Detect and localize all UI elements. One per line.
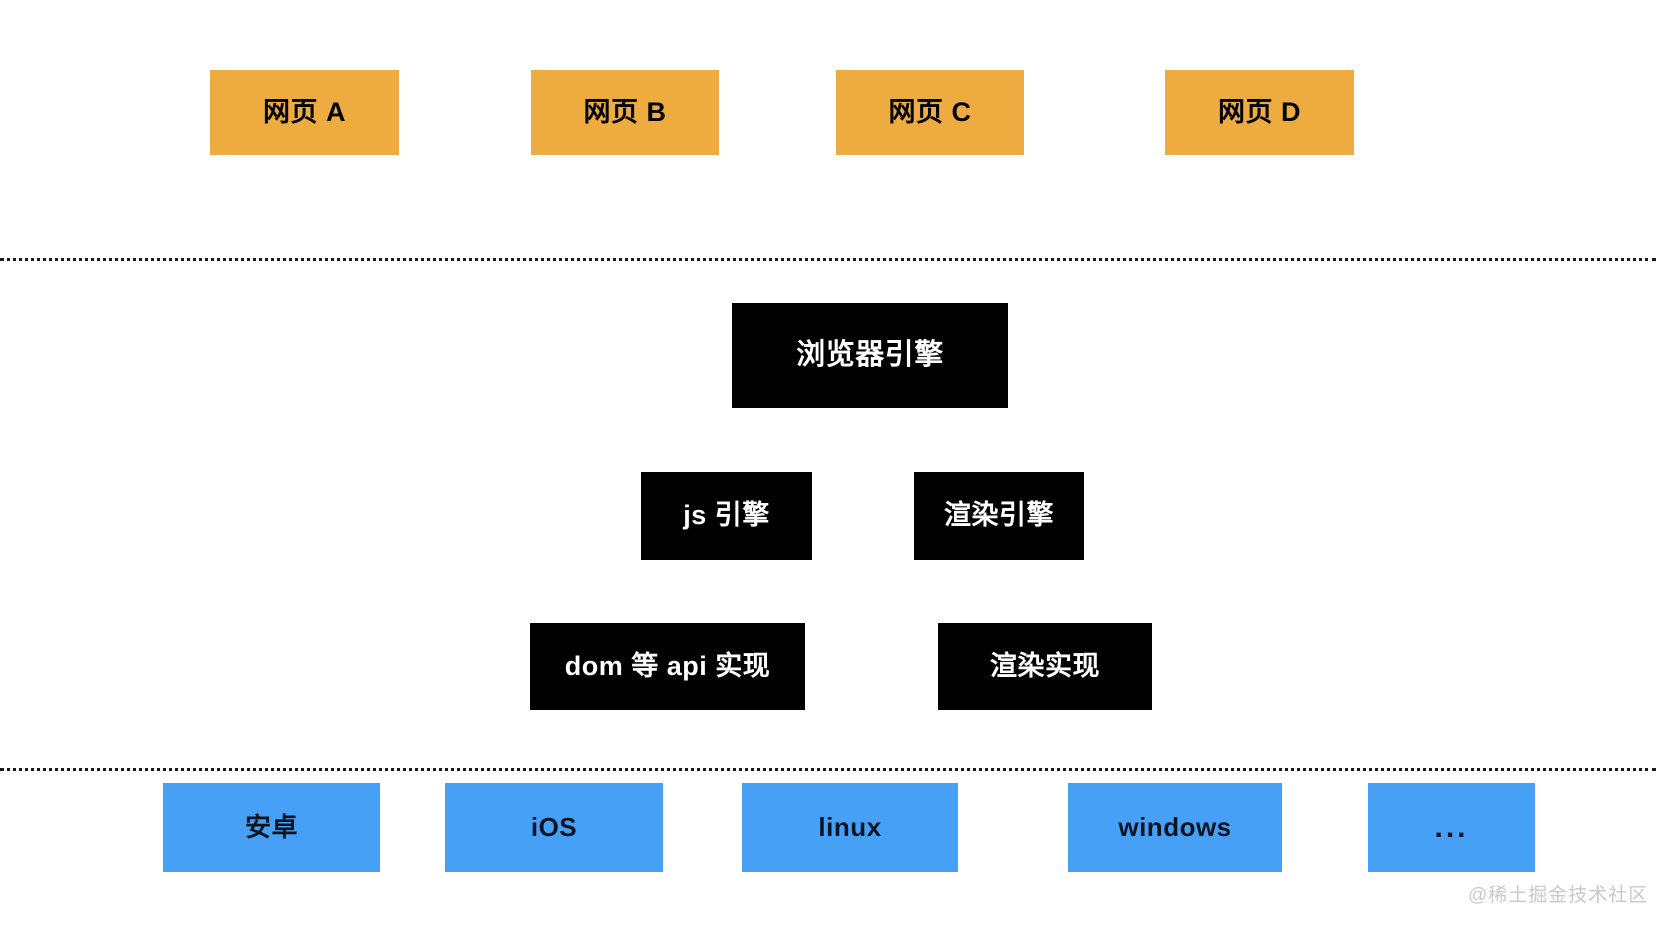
web-page-box-b[interactable]: 网页 B [531,70,719,155]
dom-api-impl-box[interactable]: dom 等 api 实现 [530,623,805,710]
watermark-text: @稀土掘金技术社区 [1468,885,1649,906]
web-page-label-a: 网页 A [263,96,346,127]
dom-api-impl-label: dom 等 api 实现 [564,650,771,681]
render-impl-label: 渲染实现 [990,650,1100,681]
os-label-ios: iOS [530,812,578,843]
os-label-android: 安卓 [244,812,298,843]
web-page-label-b: 网页 B [583,96,667,127]
os-box-linux[interactable]: linux [742,783,958,872]
web-page-label-c: 网页 C [888,96,972,127]
js-engine-label: js 引擎 [683,500,770,531]
os-label-more: ... [1434,811,1469,844]
web-page-box-c[interactable]: 网页 C [836,70,1024,155]
web-page-box-d[interactable]: 网页 D [1165,70,1354,155]
os-box-more[interactable]: ... [1368,783,1535,872]
render-impl-box[interactable]: 渲染实现 [938,623,1152,710]
divider-bottom [0,768,1656,771]
browser-engine-box[interactable]: 浏览器引擎 [732,303,1008,408]
os-box-windows[interactable]: windows [1068,783,1282,872]
watermark: @稀土掘金技术社区 [1468,880,1648,907]
render-engine-box[interactable]: 渲染引擎 [914,472,1084,560]
os-label-linux: linux [818,812,882,843]
divider-top [0,258,1656,261]
os-box-android[interactable]: 安卓 [163,783,380,872]
render-engine-label: 渲染引擎 [944,500,1054,531]
js-engine-box[interactable]: js 引擎 [641,472,812,560]
web-page-label-d: 网页 D [1218,96,1301,127]
os-label-windows: windows [1118,812,1232,843]
web-page-box-a[interactable]: 网页 A [210,70,399,155]
os-box-ios[interactable]: iOS [445,783,663,872]
browser-engine-label: 浏览器引擎 [796,338,944,371]
